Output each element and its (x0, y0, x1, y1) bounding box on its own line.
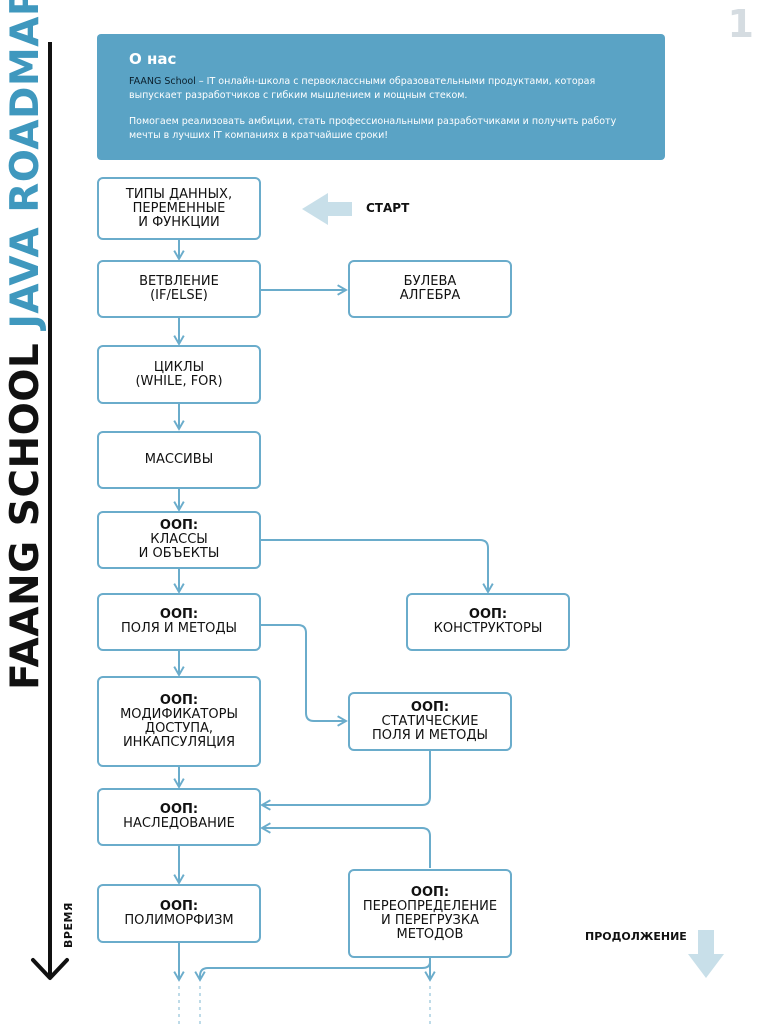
node-oop-inheritance[interactable]: ООП: НАСЛЕДОВАНИЕ (97, 788, 261, 846)
node-oop-overriding[interactable]: ООП: ПЕРЕОПРЕДЕЛЕНИЕ И ПЕРЕГРУЗКА МЕТОДО… (348, 869, 512, 958)
node-oop-modifiers[interactable]: ООП: МОДИФИКАТОРЫ ДОСТУПА, ИНКАПСУЛЯЦИЯ (97, 676, 261, 767)
node-oop-polymorphism[interactable]: ООП: ПОЛИМОРФИЗМ (97, 884, 261, 943)
about-brand: FAANG School (129, 76, 196, 87)
node-boolean-algebra[interactable]: БУЛЕВА АЛГЕБРА (348, 260, 512, 318)
node-oop-static[interactable]: ООП: СТАТИЧЕСКИЕ ПОЛЯ И МЕТОДЫ (348, 692, 512, 751)
start-arrow-icon (302, 193, 352, 225)
about-heading: О нас (129, 50, 177, 68)
about-intro: FAANG School – IT онлайн-школа с первокл… (129, 76, 596, 101)
node-oop-fields-methods[interactable]: ООП: ПОЛЯ И МЕТОДЫ (97, 593, 261, 651)
about-panel: О нас FAANG School – IT онлайн-школа с п… (97, 34, 665, 160)
start-label: СТАРТ (366, 201, 410, 215)
node-data-types[interactable]: ТИПЫ ДАННЫХ, ПЕРЕМЕННЫЕ И ФУНКЦИИ (97, 177, 261, 240)
node-oop-classes[interactable]: ООП: КЛАССЫ И ОБЪЕКТЫ (97, 511, 261, 569)
time-axis-arrow (31, 42, 69, 980)
page-number: 1 (727, 2, 754, 46)
node-branching[interactable]: ВЕТВЛЕНИЕ (IF/ELSE) (97, 260, 261, 318)
node-oop-constructors[interactable]: ООП: КОНСТРУКТОРЫ (406, 593, 570, 651)
continue-label: ПРОДОЛЖЕНИЕ (585, 930, 687, 943)
continue-arrow-icon (688, 930, 724, 978)
node-loops[interactable]: ЦИКЛЫ (WHILE, FOR) (97, 345, 261, 404)
node-arrays[interactable]: МАССИВЫ (97, 431, 261, 489)
about-mission: Помогаем реализовать амбиции, стать проф… (129, 116, 617, 141)
